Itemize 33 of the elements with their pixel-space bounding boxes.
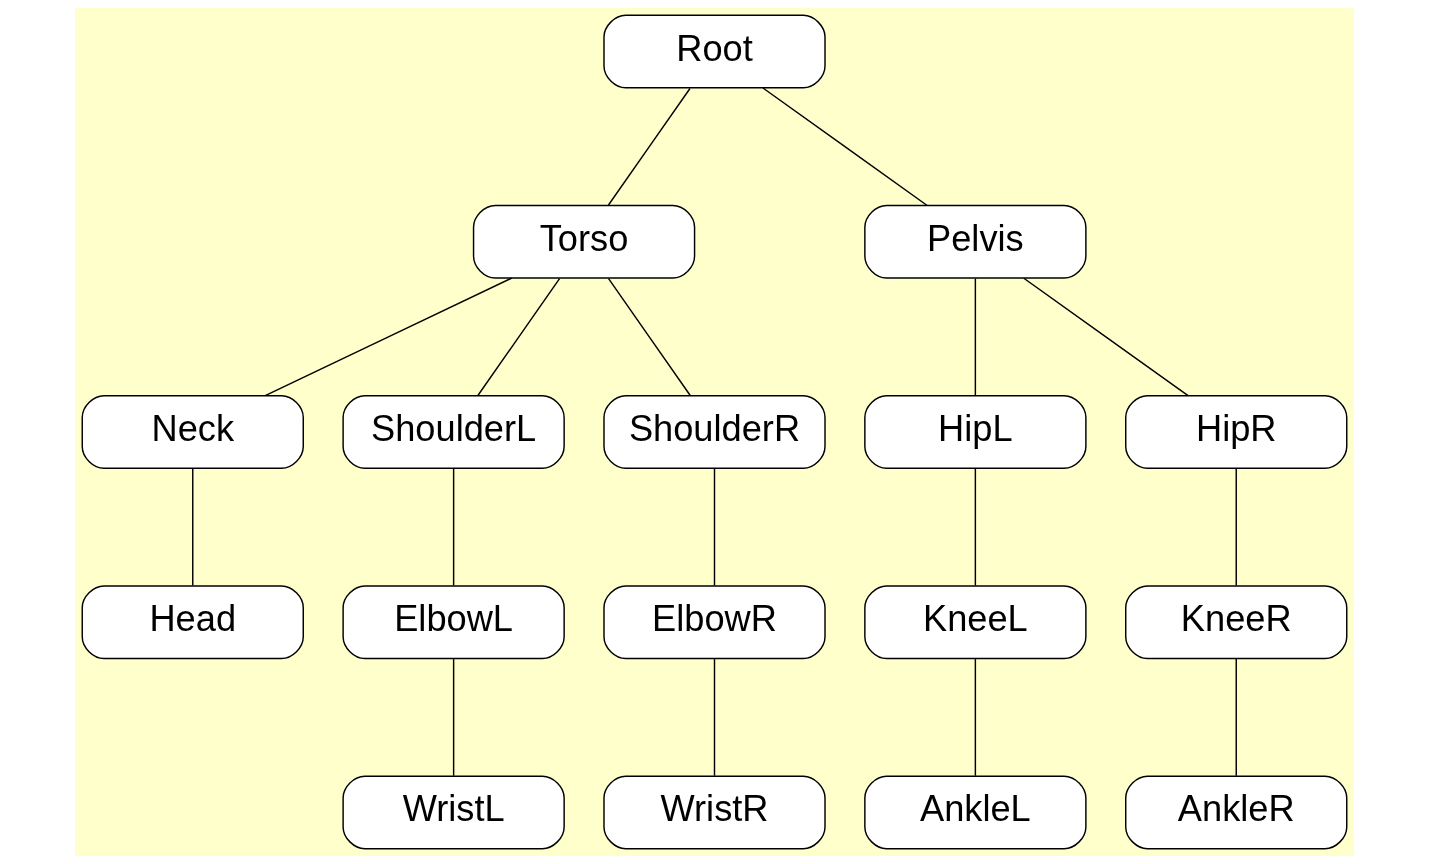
node-box: Pelvis [864,204,1087,279]
node-box: Torso [472,204,696,279]
connector [974,277,977,396]
connector [713,658,716,777]
node-box: ElbowL [342,585,565,660]
connector [264,277,513,397]
connector [1023,277,1189,397]
connector [762,87,928,207]
node-box: ShoulderL [342,395,565,469]
connector [607,87,691,206]
node-box: Neck [81,395,304,469]
connector [192,468,194,587]
node-box: ElbowR [603,585,826,660]
connector [974,658,977,777]
node-box: KneeL [864,585,1087,660]
node-box: KneeR [1125,585,1348,660]
connector [1235,468,1237,587]
node-box: HipR [1125,395,1348,469]
node-box: AnkleL [864,775,1087,850]
node-box: AnkleR [1125,775,1348,850]
node-box: ShoulderR [603,395,826,469]
node-box: WristL [342,775,565,850]
node-box: WristR [603,775,826,850]
connector [607,277,691,396]
node-box: HipL [864,395,1087,469]
connector [477,277,561,396]
connector [452,468,455,587]
connector [974,468,977,587]
node-box: Head [81,585,304,660]
node-box: Root [603,14,826,89]
connector [1235,658,1237,777]
connector [713,468,716,587]
connector [452,658,455,777]
